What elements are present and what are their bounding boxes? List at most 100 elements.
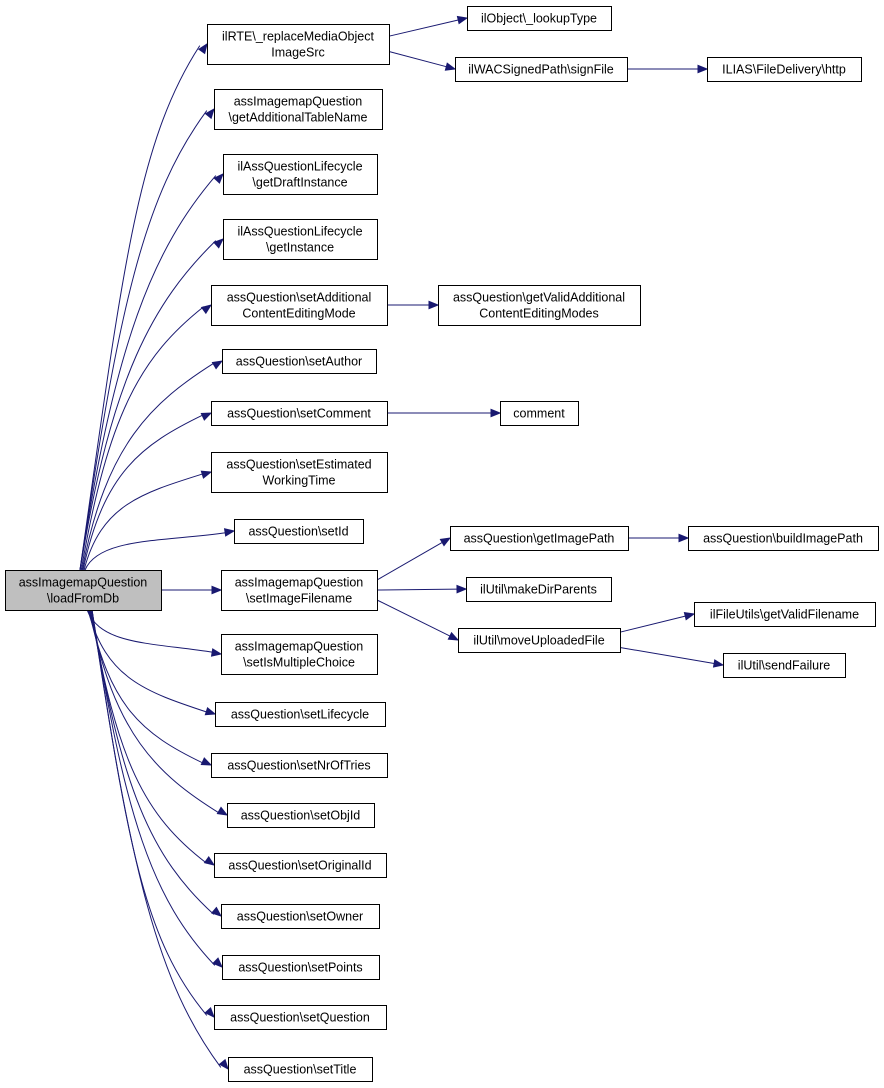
node-box	[221, 634, 378, 675]
node-assquestion-setoriginalid[interactable]: assQuestion\setOriginalId	[214, 853, 387, 878]
node-assquestion-setnroftries[interactable]: assQuestion\setNrOfTries	[211, 753, 388, 778]
node-assquestion-setid[interactable]: assQuestion\setId	[234, 519, 364, 544]
node-assquestion-getimagepath[interactable]: assQuestion\getImagePath	[450, 526, 629, 551]
edge-line	[388, 19, 459, 37]
edge-n-setcomment-to-n-comment	[387, 408, 502, 418]
node-ilobject-lookuptype[interactable]: ilObject\_lookupType	[467, 6, 612, 31]
arrow-head	[204, 107, 215, 120]
node-assquestion-buildimagepath[interactable]: assQuestion\buildImagePath	[688, 526, 879, 551]
node-assquestion-setauthor[interactable]: assQuestion\setAuthor	[222, 349, 377, 374]
arrow-head	[200, 412, 213, 421]
edge-line	[91, 609, 222, 1068]
edge-line	[376, 588, 458, 591]
node-ilwacsignedpath-signfile[interactable]: ilWACSignedPath\signFile	[455, 57, 628, 82]
node-label: assQuestion\setLifecycle	[231, 708, 369, 722]
edge-n-wac-to-n-http	[627, 64, 709, 74]
node-ilias-filedelivery-http[interactable]: ILIAS\FileDelivery\http	[707, 57, 862, 82]
arrow-head	[683, 612, 696, 621]
edge-n-root-to-n-multiple	[86, 609, 223, 657]
edge-n-root-to-n-question	[91, 609, 215, 1018]
edge-n-setaddmode-to-n-validmodes	[387, 300, 440, 310]
node-label: \getInstance	[266, 241, 334, 255]
edge-line	[79, 240, 217, 571]
edge-n-moveup-to-n-sendfail	[619, 647, 725, 668]
edge-line	[619, 647, 715, 664]
node-label: assQuestion\setTitle	[244, 1063, 357, 1077]
arrow-head	[678, 533, 690, 543]
arrow-head	[428, 300, 440, 310]
node-box	[438, 285, 641, 326]
arrow-head	[204, 706, 217, 716]
node-assquestion-setowner[interactable]: assQuestion\setOwner	[221, 904, 380, 929]
node-label: assQuestion\setId	[248, 525, 348, 539]
arrow-head	[447, 631, 460, 641]
node-assimagemapquestion-loadfromdb[interactable]: assImagemapQuestion\loadFromDb	[5, 570, 162, 611]
node-box	[450, 526, 629, 551]
node-label: assImagemapQuestion	[234, 95, 363, 109]
node-assquestion-settitle[interactable]: assQuestion\setTitle	[228, 1057, 373, 1082]
node-label: ilWACSignedPath\signFile	[468, 63, 613, 77]
node-ilassquestionlifecycle-getdraftinstance[interactable]: ilAssQuestionLifecycle\getDraftInstance	[223, 154, 378, 195]
node-box	[222, 955, 380, 980]
node-box	[467, 6, 612, 31]
node-ilassquestionlifecycle-getinstance[interactable]: ilAssQuestionLifecycle\getInstance	[223, 219, 378, 260]
node-box	[222, 349, 377, 374]
edge-line	[376, 542, 443, 581]
node-assimagemapquestion-getadditionaltablename[interactable]: assImagemapQuestion\getAdditionalTableNa…	[214, 89, 383, 130]
node-label: \loadFromDb	[47, 592, 119, 606]
node-ilutil-sendfailure[interactable]: ilUtil\sendFailure	[723, 653, 846, 678]
node-ilutil-makedirparents[interactable]: ilUtil\makeDirParents	[466, 577, 612, 602]
arrow-head	[218, 1058, 229, 1071]
arrow-head	[697, 64, 709, 74]
node-box	[211, 285, 388, 326]
node-box	[211, 401, 388, 426]
node-label: assQuestion\setOriginalId	[228, 859, 371, 873]
arrow-head	[490, 408, 502, 418]
node-assquestion-setpoints[interactable]: assQuestion\setPoints	[222, 955, 380, 980]
node-assquestion-getvalidadditional-contenteditingmodes[interactable]: assQuestion\getValidAdditionalContentEdi…	[438, 285, 641, 326]
node-box	[207, 24, 390, 65]
node-box	[466, 577, 612, 602]
edge-line	[79, 175, 217, 571]
node-label: ilAssQuestionLifecycle	[237, 160, 362, 174]
arrow-head	[212, 957, 223, 968]
node-label: assQuestion\setNrOfTries	[227, 759, 370, 773]
arrow-head	[200, 304, 213, 315]
edge-n-root-to-n-objid	[89, 609, 229, 816]
node-box	[214, 89, 383, 130]
node-box	[223, 219, 378, 260]
arrow-head	[210, 648, 223, 657]
edge-line	[86, 609, 214, 653]
node-assimagemapquestion-setismultiplechoice[interactable]: assImagemapQuestion\setIsMultipleChoice	[221, 634, 378, 675]
node-label: assQuestion\setQuestion	[230, 1011, 370, 1025]
node-ilfileutils-getvalidfilename[interactable]: ilFileUtils\getValidFilename	[694, 602, 876, 627]
node-comment[interactable]: comment	[500, 401, 579, 426]
node-assquestion-setcomment[interactable]: assQuestion\setComment	[211, 401, 388, 426]
arrow-head	[213, 238, 224, 249]
node-assimagemapquestion-setimagefilename[interactable]: assImagemapQuestion\setImageFilename	[221, 570, 378, 611]
node-label: assImagemapQuestion	[235, 576, 364, 590]
node-label: assImagemapQuestion	[235, 640, 364, 654]
node-box	[234, 519, 364, 544]
edges-layer	[79, 15, 725, 1071]
edge-line	[83, 473, 204, 571]
node-assquestion-setlifecycle[interactable]: assQuestion\setLifecycle	[215, 702, 386, 727]
node-box	[458, 628, 621, 653]
edge-n-root-to-n-nroftries	[88, 609, 213, 766]
node-box	[688, 526, 879, 551]
node-assquestion-setadditional-contenteditingmode[interactable]: assQuestion\setAdditionalContentEditingM…	[211, 285, 388, 326]
node-assquestion-setquestion[interactable]: assQuestion\setQuestion	[214, 1005, 387, 1030]
node-box	[455, 57, 628, 82]
node-box	[221, 570, 378, 611]
edge-line	[84, 532, 227, 571]
edge-n-imgfile-to-n-moveup	[376, 599, 460, 641]
node-assquestion-setobjid[interactable]: assQuestion\setObjId	[227, 803, 375, 828]
node-box	[211, 452, 388, 493]
node-label: ilUtil\moveUploadedFile	[473, 634, 604, 648]
node-ilutil-moveuploadedfile[interactable]: ilUtil\moveUploadedFile	[458, 628, 621, 653]
node-box	[227, 803, 375, 828]
edge-n-root-to-n-title	[91, 609, 229, 1071]
